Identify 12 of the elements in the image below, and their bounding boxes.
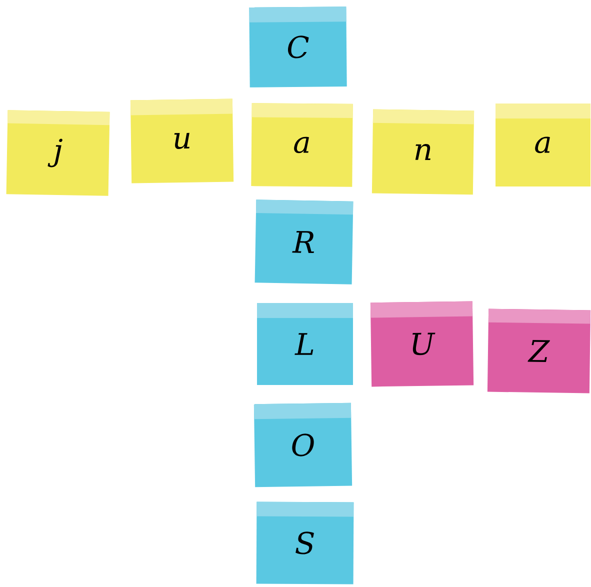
sticky-note: a [251,103,353,187]
sticky-note: U [370,301,474,387]
sticky-note: L [257,302,353,385]
sticky-note: S [256,502,354,584]
sticky-note: C [249,6,347,88]
sticky-note: n [372,109,474,195]
sticky-note: j [6,110,110,196]
sticky-note: Z [487,308,591,394]
sticky-note: u [130,98,234,184]
sticky-note: O [254,402,352,488]
sticky-note: R [254,200,354,284]
sticky-note: a [496,103,590,186]
